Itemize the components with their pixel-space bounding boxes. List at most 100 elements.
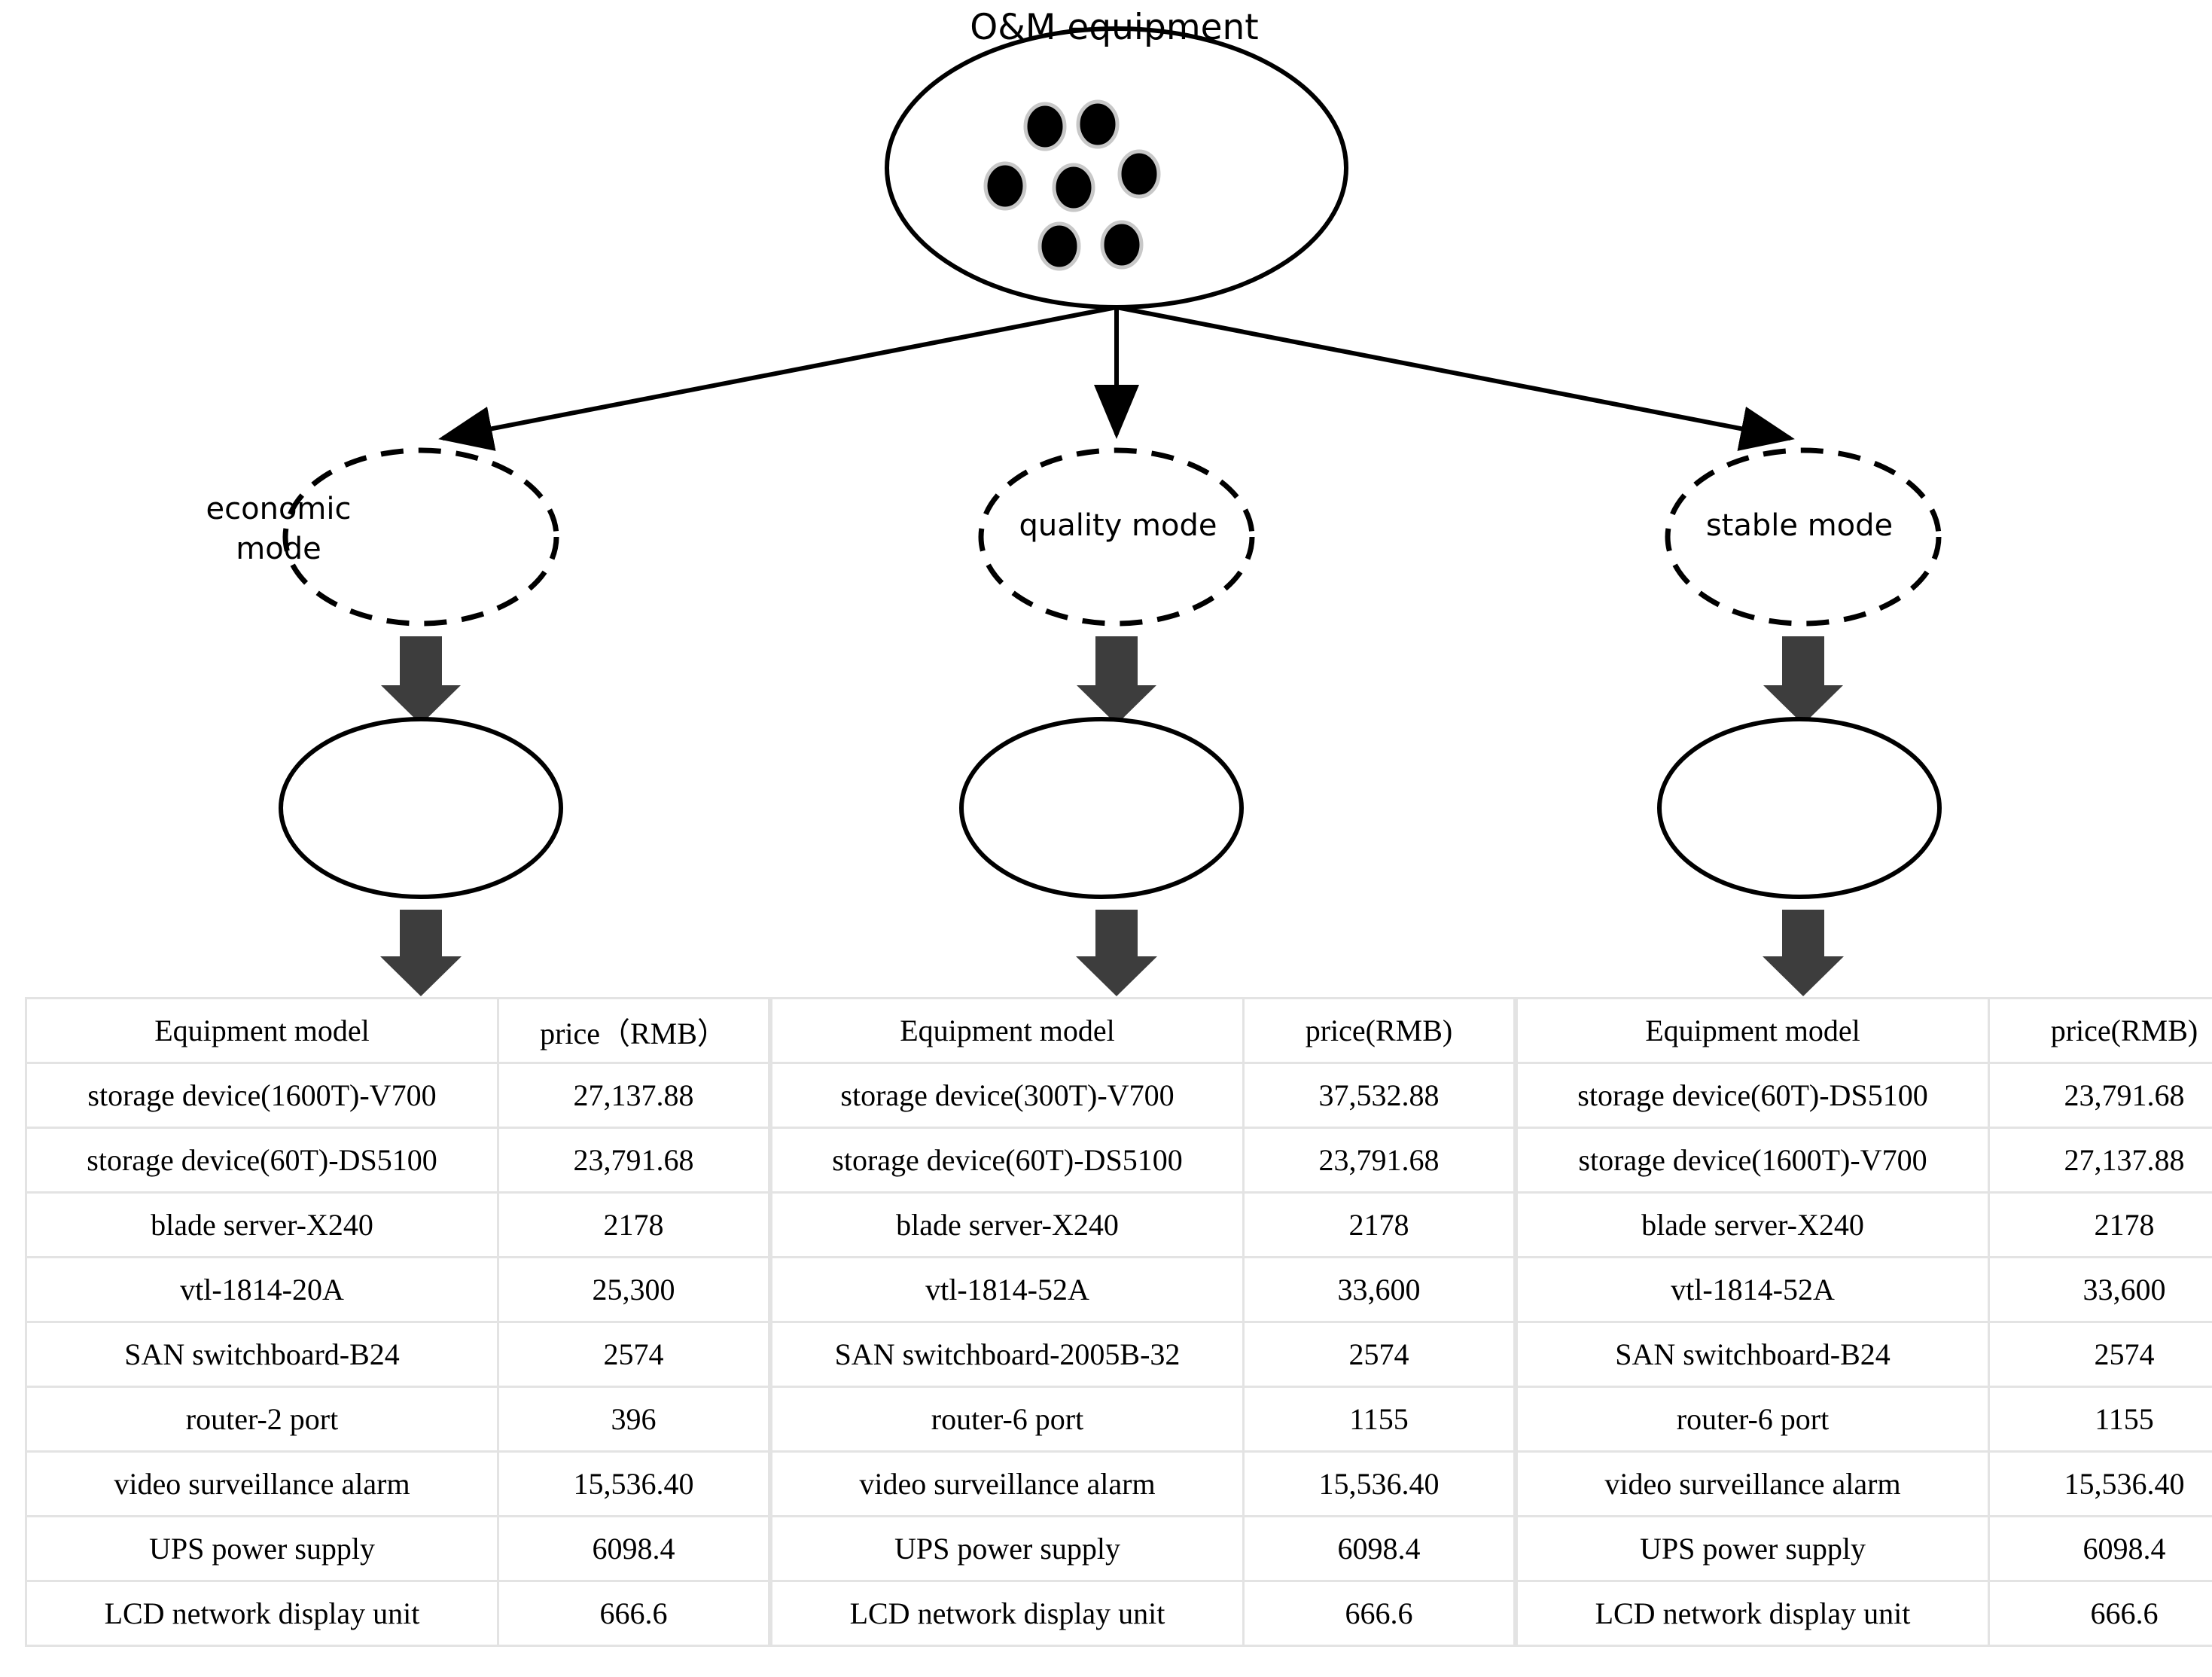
table-row: blade server-X240 2178 xyxy=(1516,1194,2212,1258)
column-header-model: Equipment model xyxy=(770,997,1245,1064)
cell-price: 666.6 xyxy=(499,1582,770,1647)
table-row: storage device(60T)-DS5100 23,791.68 xyxy=(25,1129,770,1194)
cell-model: vtl-1814-52A xyxy=(770,1258,1245,1323)
cell-price: 1155 xyxy=(1990,1388,2212,1453)
table-row: LCD network display unit 666.6 xyxy=(25,1582,770,1647)
table-row: vtl-1814-20A 25,300 xyxy=(25,1258,770,1323)
cell-price: 2574 xyxy=(1990,1323,2212,1388)
cell-model: video surveillance alarm xyxy=(770,1453,1245,1517)
cell-price: 2178 xyxy=(1245,1194,1516,1258)
cell-model: storage device(60T)-DS5100 xyxy=(1516,1064,1990,1129)
table-row: UPS power supply 6098.4 xyxy=(25,1517,770,1582)
cell-price: 27,137.88 xyxy=(499,1064,770,1129)
cell-price: 25,300 xyxy=(499,1258,770,1323)
cell-price: 23,791.68 xyxy=(1990,1064,2212,1129)
table-row: blade server-X240 2178 xyxy=(770,1194,1516,1258)
result-ellipse-economic[interactable] xyxy=(279,717,563,899)
cell-price: 2574 xyxy=(499,1323,770,1388)
table-row: SAN switchboard-2005B-32 2574 xyxy=(770,1323,1516,1388)
cell-model: storage device(1600T)-V700 xyxy=(25,1064,499,1129)
result-ellipse-stable[interactable] xyxy=(1657,717,1942,899)
stable-mode-table: Equipment model price(RMB) storage devic… xyxy=(1516,997,2212,1647)
table-row: storage device(1600T)-V700 27,137.88 xyxy=(25,1064,770,1129)
cell-model: LCD network display unit xyxy=(1516,1582,1990,1647)
cell-price: 666.6 xyxy=(1245,1582,1516,1647)
block-arrow-economic-down xyxy=(381,636,461,724)
cell-model: video surveillance alarm xyxy=(1516,1453,1990,1517)
cell-model: router-2 port xyxy=(25,1388,499,1453)
cell-price: 15,536.40 xyxy=(1990,1453,2212,1517)
block-arrow-quality-to-table xyxy=(1076,910,1157,996)
table-row: storage device(60T)-DS5100 23,791.68 xyxy=(770,1129,1516,1194)
cell-price: 37,532.88 xyxy=(1245,1064,1516,1129)
cell-model: LCD network display unit xyxy=(25,1582,499,1647)
cell-model: blade server-X240 xyxy=(1516,1194,1990,1258)
table-row: LCD network display unit 666.6 xyxy=(770,1582,1516,1647)
cell-model: LCD network display unit xyxy=(770,1582,1245,1647)
block-arrow-quality-down xyxy=(1077,636,1156,724)
table-header-row: Equipment model price（RMB） xyxy=(25,997,770,1064)
cell-price: 27,137.88 xyxy=(1990,1129,2212,1194)
mode-ellipse-economic[interactable] xyxy=(282,447,559,627)
cell-price: 33,600 xyxy=(1990,1258,2212,1323)
cell-price: 33,600 xyxy=(1245,1258,1516,1323)
equipment-dot xyxy=(1076,99,1120,149)
cell-price: 666.6 xyxy=(1990,1582,2212,1647)
cell-model: router-6 port xyxy=(1516,1388,1990,1453)
cell-model: storage device(60T)-DS5100 xyxy=(770,1129,1245,1194)
cell-model: blade server-X240 xyxy=(25,1194,499,1258)
equipment-dot xyxy=(1100,220,1144,270)
result-ellipse-quality[interactable] xyxy=(959,717,1244,899)
table-row: video surveillance alarm 15,536.40 xyxy=(1516,1453,2212,1517)
block-arrow-economic-to-table xyxy=(380,910,462,996)
equipment-dot xyxy=(1117,149,1161,199)
equipment-dots-group xyxy=(983,99,1161,271)
cell-model: router-6 port xyxy=(770,1388,1245,1453)
table-row: video surveillance alarm 15,536.40 xyxy=(25,1453,770,1517)
column-header-price: price（RMB） xyxy=(499,997,770,1064)
cell-price: 1155 xyxy=(1245,1388,1516,1453)
cell-model: storage device(1600T)-V700 xyxy=(1516,1129,1990,1194)
table-row: storage device(60T)-DS5100 23,791.68 xyxy=(1516,1064,2212,1129)
cell-price: 2178 xyxy=(1990,1194,2212,1258)
table-row: router-6 port 1155 xyxy=(770,1388,1516,1453)
cell-model: vtl-1814-52A xyxy=(1516,1258,1990,1323)
table-row: video surveillance alarm 15,536.40 xyxy=(770,1453,1516,1517)
arrow-root-to-stable xyxy=(1116,305,1795,451)
economic-mode-table: Equipment model price（RMB） storage devic… xyxy=(25,997,770,1647)
cell-model: SAN switchboard-B24 xyxy=(25,1323,499,1388)
table-row: vtl-1814-52A 33,600 xyxy=(1516,1258,2212,1323)
table-row: router-2 port 396 xyxy=(25,1388,770,1453)
cell-price: 23,791.68 xyxy=(1245,1129,1516,1194)
cell-model: storage device(300T)-V700 xyxy=(770,1064,1245,1129)
table-row: router-6 port 1155 xyxy=(1516,1388,2212,1453)
table-row: storage device(1600T)-V700 27,137.88 xyxy=(1516,1129,2212,1194)
arrow-root-to-economic xyxy=(438,305,1117,451)
cell-price: 15,536.40 xyxy=(1245,1453,1516,1517)
cell-price: 2574 xyxy=(1245,1323,1516,1388)
cell-model: blade server-X240 xyxy=(770,1194,1245,1258)
cell-price: 6098.4 xyxy=(1245,1517,1516,1582)
equipment-dot xyxy=(1037,221,1081,271)
cell-model: video surveillance alarm xyxy=(25,1453,499,1517)
equipment-dot xyxy=(1052,163,1095,212)
quality-mode-table: Equipment model price(RMB) storage devic… xyxy=(770,997,1516,1647)
equipment-tables-row: Equipment model price（RMB） storage devic… xyxy=(25,997,2212,1647)
equipment-dot xyxy=(1023,102,1067,151)
table-row: LCD network display unit 666.6 xyxy=(1516,1582,2212,1647)
mode-ellipse-stable[interactable] xyxy=(1665,447,1942,627)
cell-price: 23,791.68 xyxy=(499,1129,770,1194)
table-row: SAN switchboard-B24 2574 xyxy=(1516,1323,2212,1388)
table-row: storage device(300T)-V700 37,532.88 xyxy=(770,1064,1516,1129)
cell-price: 396 xyxy=(499,1388,770,1453)
cell-model: UPS power supply xyxy=(1516,1517,1990,1582)
table-row: UPS power supply 6098.4 xyxy=(770,1517,1516,1582)
cell-model: SAN switchboard-B24 xyxy=(1516,1323,1990,1388)
table-header-row: Equipment model price(RMB) xyxy=(770,997,1516,1064)
mode-ellipse-quality[interactable] xyxy=(978,447,1255,627)
column-header-model: Equipment model xyxy=(1516,997,1990,1064)
cell-price: 15,536.40 xyxy=(499,1453,770,1517)
table-row: UPS power supply 6098.4 xyxy=(1516,1517,2212,1582)
table-header-row: Equipment model price(RMB) xyxy=(1516,997,2212,1064)
